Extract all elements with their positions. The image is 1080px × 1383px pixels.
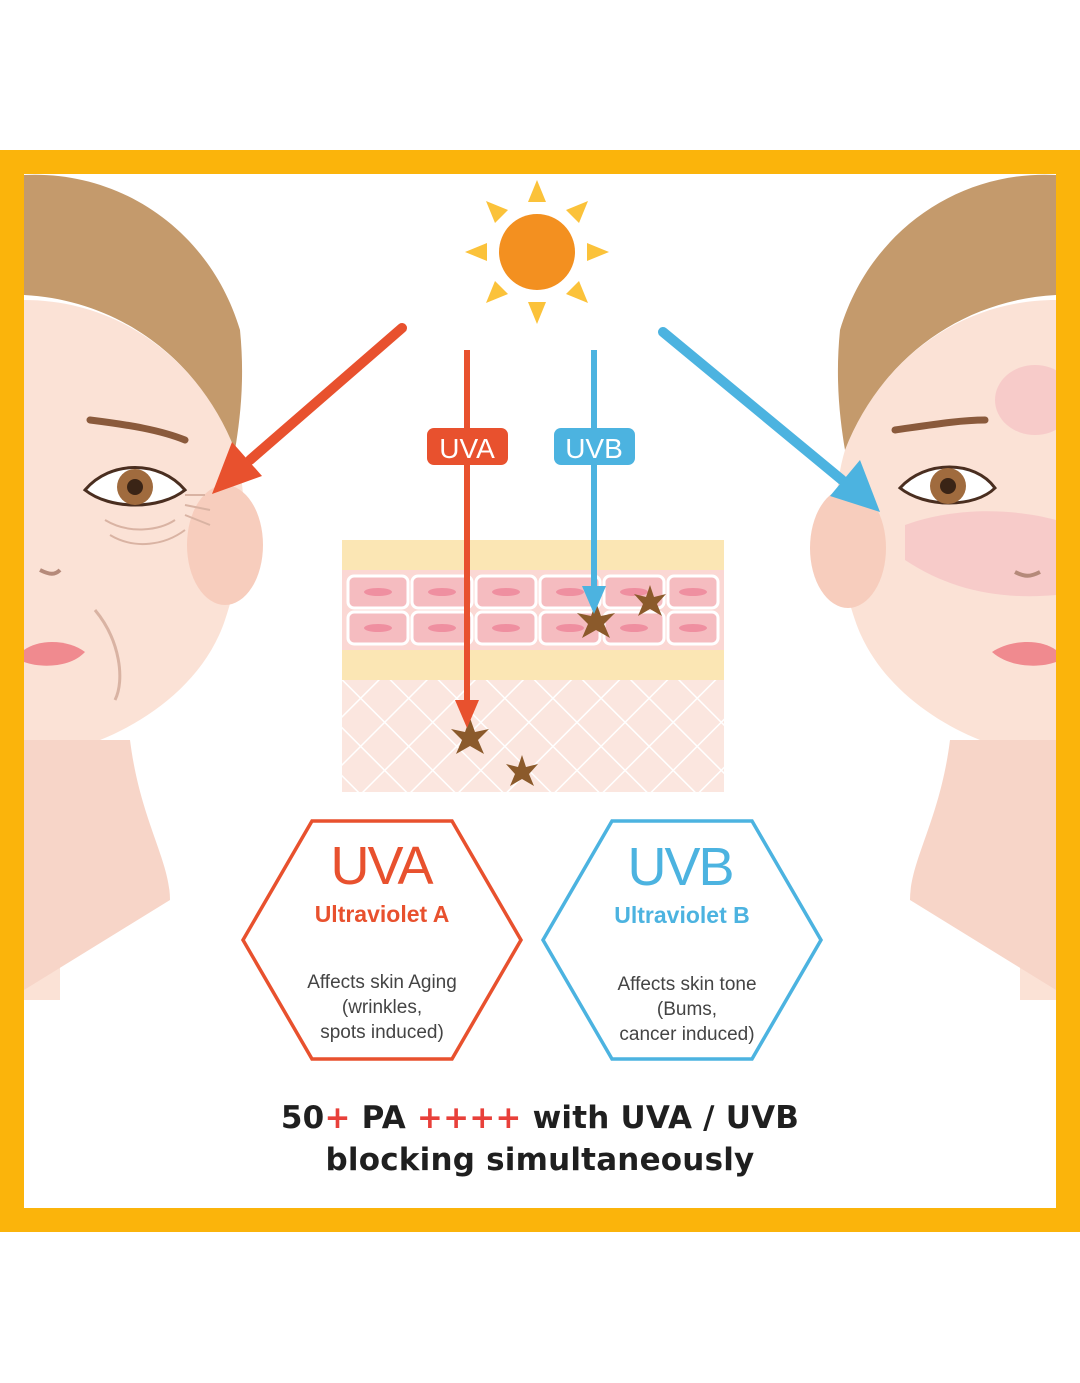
uva-hexagon: UVA Ultraviolet A Affects skin Aging (wr… bbox=[240, 819, 524, 1061]
uvb-hex-desc-2: (Bums, bbox=[657, 999, 717, 1020]
tagline-pa-rating: ++++ bbox=[416, 1100, 522, 1136]
tagline-pa: PA bbox=[350, 1100, 417, 1136]
uva-skin-arrow bbox=[455, 350, 479, 728]
uva-hex-desc-3: spots induced) bbox=[320, 1022, 444, 1043]
uva-hex-subtitle: Ultraviolet A bbox=[315, 901, 450, 927]
tagline-with: with UVA / UVB bbox=[521, 1100, 800, 1136]
left-face bbox=[24, 174, 263, 1000]
right-lips bbox=[992, 641, 1056, 666]
uvb-hex-desc-1: Affects skin tone bbox=[617, 974, 756, 995]
uva-ray-label: UVA bbox=[427, 428, 508, 465]
sun-icon bbox=[465, 180, 609, 324]
uvb-ray-label-text: UVB bbox=[565, 433, 623, 464]
uva-ray-label-text: UVA bbox=[439, 433, 495, 464]
damage-spots bbox=[451, 585, 666, 786]
left-lips bbox=[24, 641, 85, 666]
tagline-plus: + bbox=[324, 1100, 351, 1136]
uvb-face-arrow bbox=[658, 327, 880, 512]
tagline-line-2: blocking simultaneously bbox=[325, 1142, 755, 1178]
uvb-skin-arrow bbox=[582, 350, 606, 614]
uva-face-arrow bbox=[212, 323, 407, 494]
tagline-spf: 50 bbox=[280, 1100, 325, 1136]
uvb-hex-title: UVB bbox=[627, 837, 732, 897]
uvb-hexagon: UVB Ultraviolet B Affects skin tone (Bum… bbox=[540, 819, 824, 1061]
right-face bbox=[810, 174, 1056, 1000]
uvb-hex-desc-3: cancer induced) bbox=[619, 1024, 754, 1045]
uva-hex-desc-1: Affects skin Aging bbox=[307, 972, 457, 993]
uvb-hex-subtitle: Ultraviolet B bbox=[614, 902, 749, 928]
uvb-ray-label: UVB bbox=[554, 428, 635, 465]
tagline-line-1: 50+ PA ++++ with UVA / UVB bbox=[0, 1100, 1080, 1136]
uva-hex-title: UVA bbox=[330, 836, 433, 896]
uva-hex-desc-2: (wrinkles, bbox=[342, 997, 422, 1018]
skin-layers bbox=[342, 540, 724, 792]
